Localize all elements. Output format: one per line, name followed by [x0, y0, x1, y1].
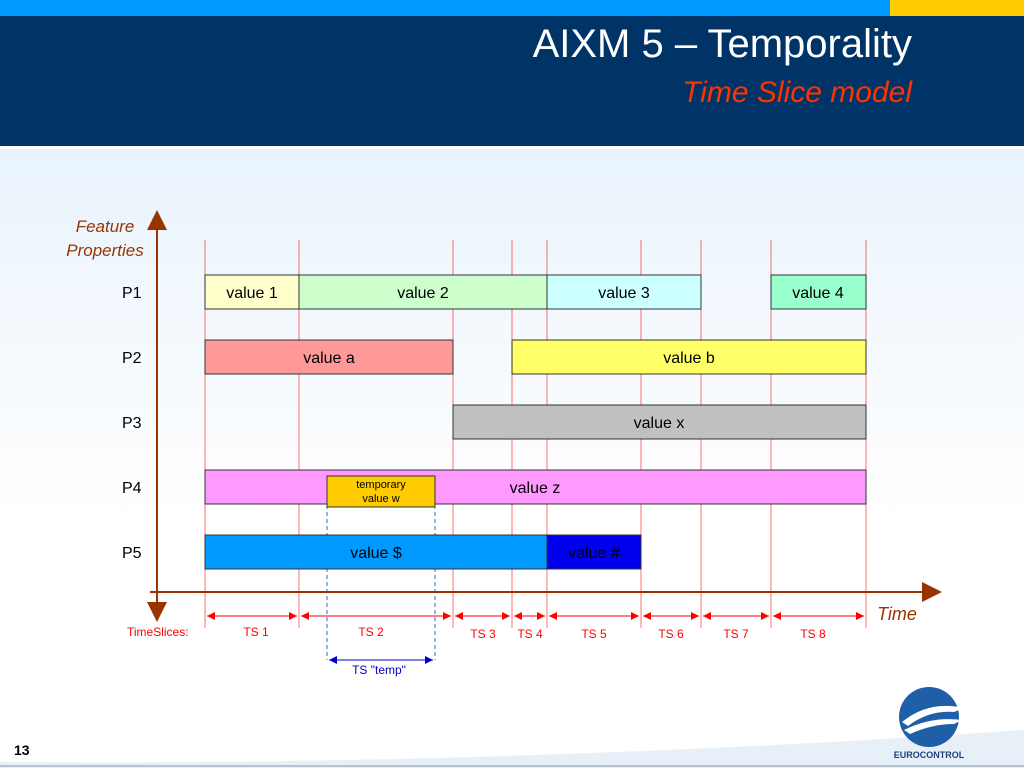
bar-label: value # [568, 545, 620, 562]
y-axis-label-line2: Properties [66, 241, 144, 260]
timeslice-label: TS 1 [243, 625, 269, 639]
property-label: P3 [122, 415, 142, 432]
bar-value-2 [298, 274, 548, 310]
timeslice-label: TS 5 [581, 627, 607, 641]
bar-label: value x [634, 415, 685, 432]
timeslices-label: TimeSlices: [127, 625, 189, 639]
bar-value-x [452, 404, 867, 440]
property-label: P5 [122, 545, 142, 562]
property-label: P4 [122, 480, 142, 497]
y-axis-label-line1: Feature [76, 217, 135, 236]
footer-swoosh [0, 730, 1024, 768]
logo-text: EUROCONTROL [894, 750, 965, 760]
slide-title: AIXM 5 – Temporality [532, 22, 912, 66]
bar-value-a [204, 339, 454, 375]
timeslice-label: TS 6 [658, 627, 684, 641]
bar-value-4 [770, 274, 867, 310]
page-number: 13 [14, 742, 30, 758]
slide-subtitle: Time Slice model [682, 76, 912, 109]
top-color-strip [0, 0, 890, 16]
timeslice-label: TS 2 [358, 625, 384, 639]
bar-label: value 2 [397, 285, 449, 302]
bar-value-dollar [204, 534, 548, 570]
temporary-label-line2: value w [362, 493, 399, 505]
bar-value-hash [546, 534, 642, 570]
timeslice-label: TS 7 [723, 627, 749, 641]
property-label: P2 [122, 350, 142, 367]
bar-value-b [511, 339, 867, 375]
temporary-label-line1: temporary [356, 479, 406, 491]
bar-label: value b [663, 350, 715, 367]
slide-header [0, 16, 1024, 146]
bar-value-3 [546, 274, 702, 310]
temporary-value-box [326, 475, 436, 508]
x-axis-label: Time [877, 604, 917, 624]
bar-label: value $ [350, 545, 402, 562]
header-divider [0, 146, 1024, 149]
eurocontrol-logo: EUROCONTROL [894, 687, 965, 760]
top-accent-strip [890, 0, 1024, 16]
timeslice-label: TS 3 [470, 627, 496, 641]
timeslice-label: TS 8 [800, 627, 826, 641]
bar-label: value 1 [226, 285, 278, 302]
timeslice-label: TS 4 [517, 627, 543, 641]
bar-value-z [204, 469, 867, 505]
bar-label: value 3 [598, 285, 650, 302]
bar-label: value z [510, 480, 561, 497]
temp-timeslice-label: TS "temp" [352, 663, 406, 677]
property-label: P1 [122, 285, 142, 302]
bar-label: value 4 [792, 285, 844, 302]
temporary-guides [326, 505, 436, 660]
bar-label: value a [303, 350, 355, 367]
